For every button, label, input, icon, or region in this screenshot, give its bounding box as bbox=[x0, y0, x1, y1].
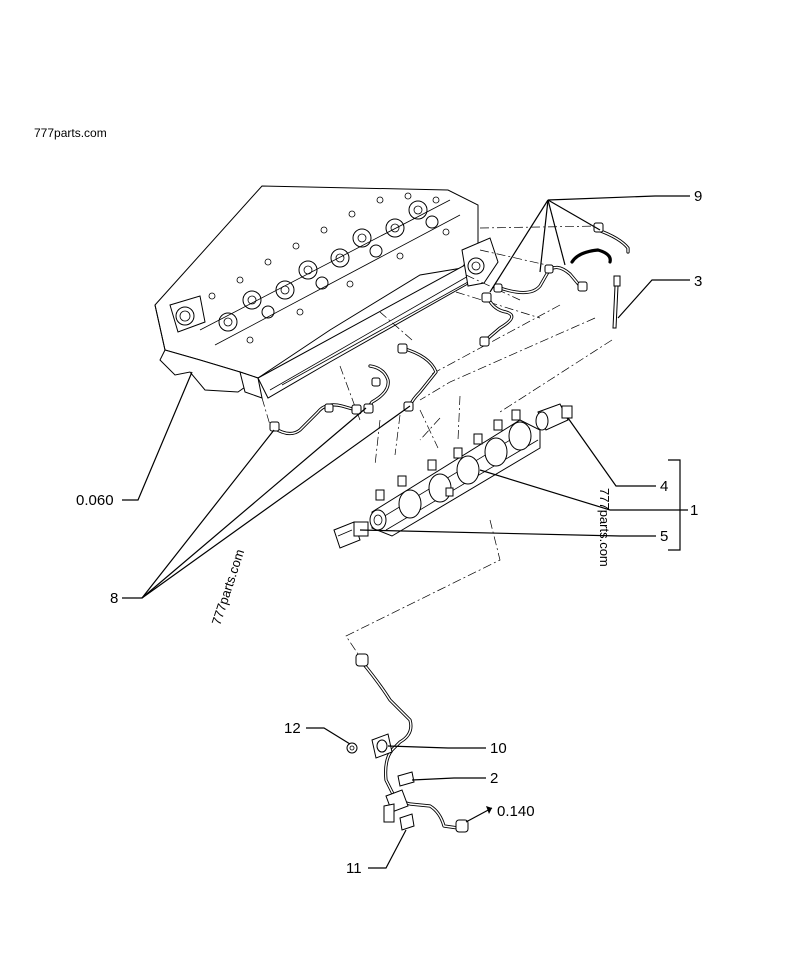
site-label: 777parts.com bbox=[34, 126, 107, 140]
head-bolt-row bbox=[208, 192, 450, 344]
cylinder-head bbox=[154, 185, 499, 399]
leader-lines bbox=[122, 195, 690, 869]
callout-labels: 9 3 4 1 5 0.060 8 12 10 2 0.140 11 bbox=[76, 188, 702, 877]
callout-12: 12 bbox=[284, 720, 301, 737]
glow-plug bbox=[612, 275, 621, 329]
fuel-rail bbox=[369, 409, 541, 537]
pressure-relief-valve bbox=[535, 403, 573, 431]
callout-4: 4 bbox=[660, 478, 668, 495]
callout-1: 1 bbox=[690, 502, 698, 519]
callout-10: 10 bbox=[490, 740, 507, 757]
callout-3: 3 bbox=[694, 273, 702, 290]
return-pipe-assembly bbox=[346, 653, 469, 833]
callout-5: 5 bbox=[660, 528, 668, 545]
callout-ref-0-140: 0.140 bbox=[497, 803, 535, 820]
callout-2: 2 bbox=[490, 770, 498, 787]
watermark-right: 777parts.com bbox=[597, 488, 612, 567]
callout-8: 8 bbox=[110, 590, 118, 607]
callout-ref-0-060: 0.060 bbox=[76, 492, 114, 509]
injector-pipes-lower bbox=[269, 343, 438, 436]
callout-11: 11 bbox=[346, 860, 362, 877]
cylinder-bosses bbox=[218, 200, 439, 332]
pressure-sensor bbox=[333, 521, 369, 549]
callout-9: 9 bbox=[694, 188, 702, 205]
injector-pipes-upper bbox=[479, 222, 630, 347]
watermark-left: 777parts.com bbox=[209, 547, 248, 627]
